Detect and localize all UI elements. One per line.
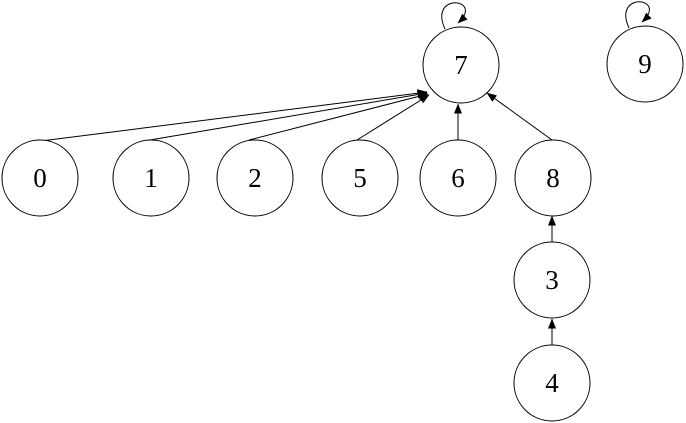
node-circle-1 (112, 139, 190, 217)
edges-layer (32, 89, 556, 345)
node-circle-3 (513, 241, 591, 319)
node-label-4: 4 (545, 368, 559, 398)
self-loops-layer (441, 1, 652, 30)
node-label-6: 6 (451, 163, 465, 193)
edge-2-to-7 (248, 92, 429, 141)
edge-0-to-7 (32, 89, 428, 143)
node-circle-4 (513, 344, 591, 422)
graph-node-1: 1 (112, 139, 190, 217)
self-loop-7 (441, 2, 468, 30)
node-label-0: 0 (33, 163, 47, 193)
graph-node-5: 5 (321, 139, 399, 217)
edge-5-to-7 (356, 94, 430, 141)
node-circle-5 (321, 139, 399, 217)
nodes-layer: 0 1 2 5 6 8 7 9 3 4 (1, 25, 684, 422)
edge-8-to-7 (486, 92, 553, 141)
graph-node-7: 7 (422, 26, 500, 104)
node-circle-7 (422, 26, 500, 104)
graph-node-3: 3 (513, 241, 591, 319)
self-loop-9 (625, 1, 652, 29)
node-circle-6 (419, 139, 497, 217)
node-label-9: 9 (638, 49, 652, 79)
node-label-7: 7 (454, 50, 468, 80)
graph-node-9: 9 (606, 25, 684, 103)
node-circle-2 (216, 139, 294, 217)
graph-node-0: 0 (1, 139, 79, 217)
node-circle-9 (606, 25, 684, 103)
graph-node-6: 6 (419, 139, 497, 217)
node-label-8: 8 (546, 163, 560, 193)
graph-node-8: 8 (514, 139, 592, 217)
edge-1-to-7 (143, 90, 428, 142)
node-label-5: 5 (353, 163, 367, 193)
graph-node-4: 4 (513, 344, 591, 422)
node-circle-0 (1, 139, 79, 217)
node-circle-8 (514, 139, 592, 217)
node-label-1: 1 (144, 163, 158, 193)
node-label-2: 2 (248, 163, 262, 193)
node-label-3: 3 (545, 265, 559, 295)
graph-node-2: 2 (216, 139, 294, 217)
